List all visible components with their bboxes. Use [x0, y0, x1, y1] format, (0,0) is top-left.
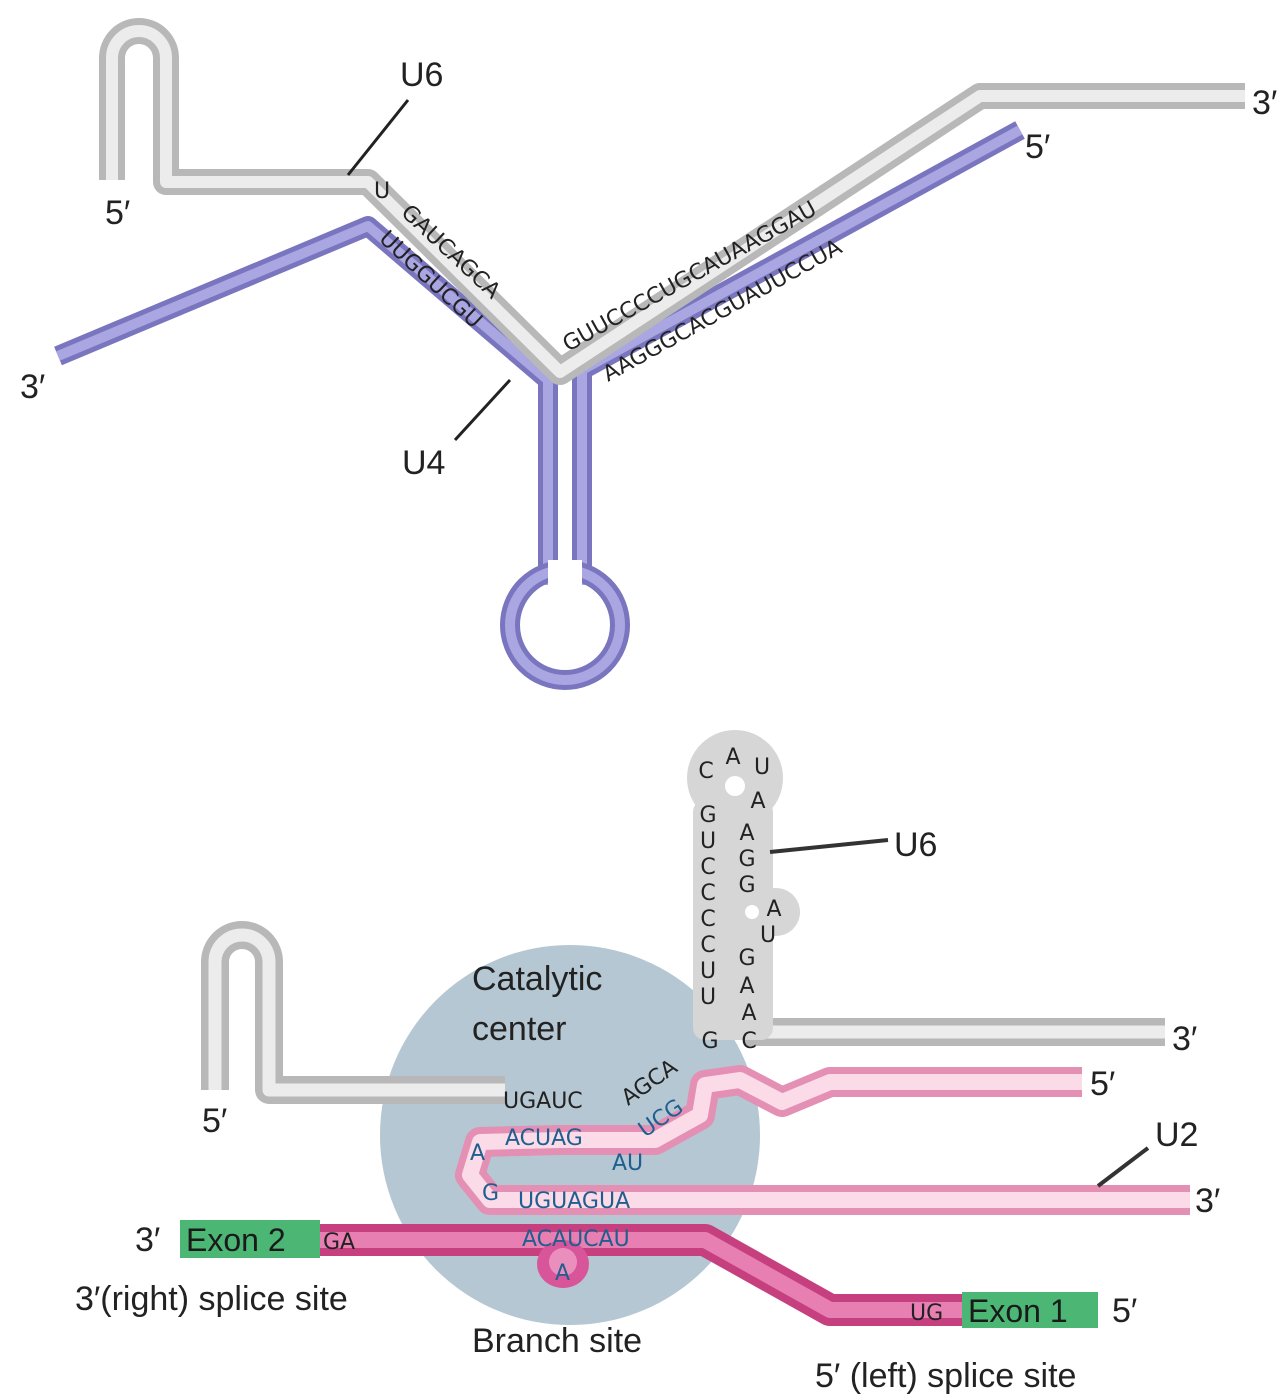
- u4-strand: [54, 121, 1025, 690]
- bottom-u2-label: U2: [1155, 1116, 1198, 1154]
- top-panel: U6 U4 5′ 3′ 5′ 3′ U GAUCAGCA UUGGUCGU GU…: [20, 18, 1277, 690]
- loop-nt: C: [698, 759, 713, 784]
- stem-left-nt: U: [700, 985, 716, 1010]
- branch-acaucau: ACAUCAU: [522, 1227, 630, 1252]
- bottom-u6-3prime: 3′: [1172, 1020, 1197, 1058]
- stem-left-nt: U: [700, 829, 716, 854]
- exon2-label: Exon 2: [186, 1222, 286, 1258]
- u2-strand: [455, 1065, 1190, 1215]
- bottom-u6-pointer-line: [769, 838, 889, 854]
- bottom-u2-5prime: 5′: [1090, 1065, 1115, 1103]
- loop-nt: U: [754, 755, 770, 780]
- stem-right-nt: A: [741, 1001, 756, 1026]
- top-u6-5prime: 5′: [105, 194, 130, 232]
- catalytic-label-1: Catalytic: [472, 960, 602, 998]
- pre-mrna-3prime: 3′: [135, 1221, 160, 1259]
- five-prime-splice-site-label: 5′ (left) splice site: [815, 1357, 1076, 1395]
- exon2-box: [180, 1220, 320, 1258]
- u2-pointer-line: [1096, 1146, 1150, 1188]
- u6-stem-right: A G G G A A C: [738, 821, 756, 1054]
- stem-left-nt: G: [701, 1029, 718, 1054]
- u2-a: A: [470, 1141, 485, 1166]
- bulge-nt: A: [766, 897, 781, 922]
- top-u6-label: U6: [400, 56, 443, 94]
- stem-left-nt: C: [700, 907, 715, 932]
- branch-site-label: Branch site: [472, 1322, 642, 1360]
- u2-au: AU: [612, 1151, 643, 1176]
- ga-dinucleotide: GA: [323, 1230, 355, 1255]
- u2-uguagua: UGUAGUA: [518, 1189, 630, 1214]
- bottom-u6-label: U6: [894, 826, 937, 864]
- u6-strand-bottom: [201, 730, 1165, 1104]
- top-u6-single-nt: U: [374, 179, 390, 204]
- stem-left-nt: G: [699, 803, 716, 828]
- branch-a: A: [555, 1261, 570, 1286]
- loop-nt: A: [750, 789, 765, 814]
- catalytic-label-2: center: [472, 1010, 567, 1048]
- u6-bulge: A U: [760, 897, 782, 948]
- stem-left-nt: C: [700, 881, 715, 906]
- ug-dinucleotide: UG: [910, 1301, 943, 1326]
- bottom-u6-5prime: 5′: [202, 1102, 227, 1140]
- bulge-nt: U: [760, 923, 776, 948]
- pre-mrna-strand: [310, 1224, 965, 1326]
- exon1-box: [962, 1292, 1098, 1328]
- exon1-label: Exon 1: [968, 1293, 1068, 1329]
- top-u6-3prime: 3′: [1252, 84, 1277, 122]
- u4-pointer-line: [453, 378, 512, 442]
- top-u4-label: U4: [402, 444, 445, 482]
- loop-nt: A: [725, 745, 740, 770]
- stem-right-nt: C: [741, 1029, 756, 1054]
- stem-right-nt: G: [738, 946, 755, 971]
- bottom-u2-3prime: 3′: [1195, 1182, 1220, 1220]
- u6-loop: C A U A: [698, 745, 770, 814]
- stem-right-nt: G: [738, 847, 755, 872]
- three-prime-splice-site-label: 3′(right) splice site: [75, 1280, 348, 1318]
- u6-stem-left: G U C C C C U U G: [699, 803, 718, 1054]
- stem-left-nt: C: [700, 933, 715, 958]
- u2-acuag: ACUAG: [505, 1126, 583, 1151]
- stem-left-nt: U: [700, 959, 716, 984]
- bottom-panel: Exon 2 Exon 1 GA UG G U C C C C U U G A …: [75, 730, 1220, 1395]
- u6-strand: [99, 18, 1245, 385]
- stem-right-nt: A: [739, 974, 754, 999]
- top-u4-3prime: 3′: [20, 368, 45, 406]
- stem-right-nt: G: [738, 873, 755, 898]
- u6-pointer-line: [346, 99, 410, 176]
- pre-mrna-5prime: 5′: [1112, 1292, 1137, 1330]
- top-u4-5prime: 5′: [1025, 128, 1050, 166]
- stem-left-nt: C: [700, 855, 715, 880]
- u2-g: G: [482, 1181, 499, 1206]
- stem-right-nt: A: [739, 821, 754, 846]
- u6-ugauc: UGAUC: [503, 1089, 583, 1114]
